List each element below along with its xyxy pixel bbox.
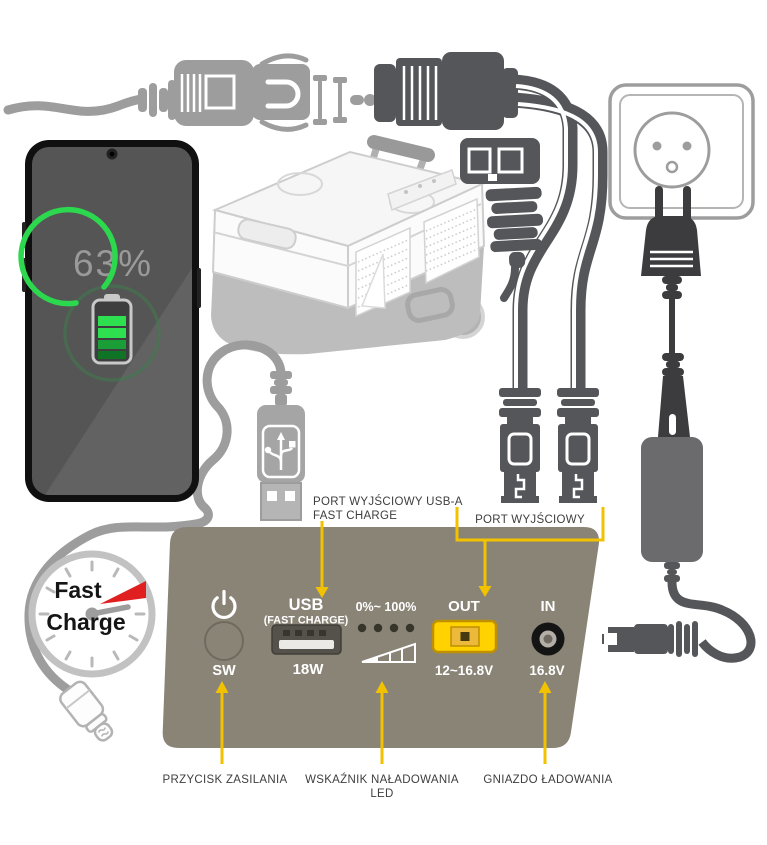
output-cables	[512, 74, 608, 392]
car-socket-adapter	[374, 52, 518, 130]
callout-charging-socket: GNIAZDO ŁADOWANIA	[483, 774, 612, 786]
battery-icon	[91, 294, 133, 365]
powerbank-panel: SW USB (FAST CHARGE) 18W 0%~ 100% OUT	[162, 527, 600, 748]
charge-ring	[18, 206, 118, 307]
in-label: IN	[541, 598, 556, 615]
fast-charge-gauge-icon: Fast Charge	[28, 550, 156, 678]
callout-power-button: PRZYCISK ZASILANIA	[163, 774, 288, 786]
outlet-socket	[633, 111, 711, 189]
power-switch-button	[204, 621, 244, 661]
panel-body	[162, 527, 600, 748]
cooler-side-handle	[405, 287, 455, 323]
callout-bracket-out	[455, 507, 605, 542]
sw-label: SW	[212, 663, 236, 679]
usb-port	[271, 624, 342, 655]
power-icon	[211, 589, 237, 620]
out-voltage-label: 12~16.8V	[435, 663, 493, 678]
phone-illustration: 63%	[18, 140, 201, 502]
cooler-latch	[237, 218, 297, 250]
cooler-vent-left	[355, 226, 411, 318]
callout-arrowheads	[215, 586, 552, 693]
usb-watt-label: 18W	[293, 661, 325, 678]
phone-power-button	[197, 268, 201, 308]
adapter-cable	[667, 581, 756, 663]
car-charger-plug	[3, 53, 376, 132]
wall-outlet	[608, 83, 755, 220]
usb-sublabel: (FAST CHARGE)	[264, 615, 349, 627]
cooler-illustration	[211, 135, 486, 355]
callout-lines	[220, 507, 605, 764]
callout-usb-port-line1: PORT WYJŚCIOWY USB-A	[313, 495, 463, 508]
dc-output-plug-1	[499, 388, 541, 503]
led-indicator	[357, 623, 416, 663]
out-port	[431, 619, 498, 654]
callout-usb-port-line2: FAST CHARGE	[313, 510, 397, 522]
gauge-word-charge: Charge	[46, 609, 125, 635]
cooler-vent-right	[423, 197, 480, 285]
callout-led-line2: LED	[370, 788, 393, 800]
usb-trident-icon	[264, 432, 296, 470]
led-range-label: 0%~ 100%	[356, 600, 417, 614]
in-jack	[531, 622, 565, 656]
dc-input-plug	[602, 621, 698, 657]
charge-ramp-icon	[361, 642, 416, 663]
usb-c-plug	[59, 680, 114, 742]
in-voltage-label: 16.8V	[529, 663, 564, 678]
callout-led-line1: WSKAŹNIK NAŁADOWANIA	[305, 773, 459, 786]
cooler-handle-grip	[367, 135, 435, 162]
dc-output-plug-2	[557, 388, 599, 503]
power-adapter-brick	[641, 437, 703, 562]
usb-a-plug	[257, 371, 305, 521]
power-adapter	[602, 437, 756, 663]
usb-label: USB	[289, 596, 324, 614]
car-plug-cable	[3, 94, 147, 116]
callout-out-ports: PORT WYJŚCIOWY	[475, 513, 585, 526]
gauge-word-fast: Fast	[54, 577, 102, 603]
gauge-red-zone	[100, 581, 146, 604]
cooler-control-panel	[387, 169, 457, 212]
eu-plug	[641, 186, 701, 437]
out-label: OUT	[448, 598, 480, 615]
right-angle-plug	[460, 138, 544, 302]
